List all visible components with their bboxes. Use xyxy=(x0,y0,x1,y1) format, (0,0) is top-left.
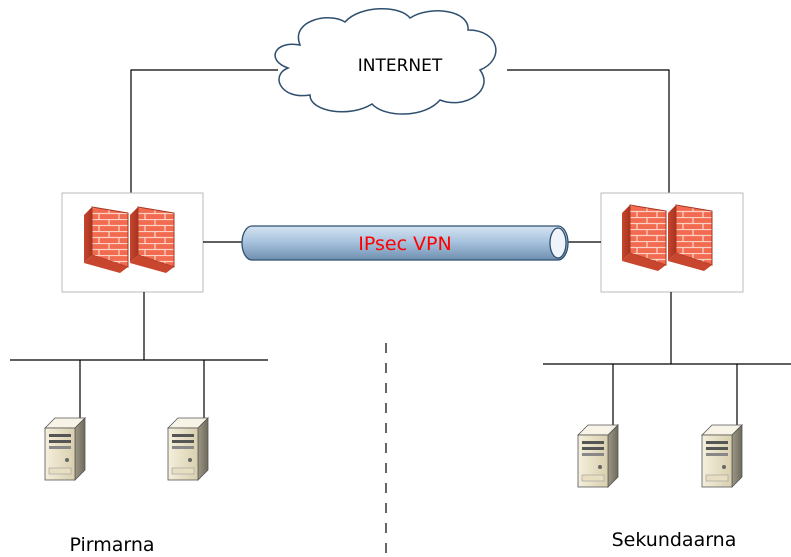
server-icon[interactable] xyxy=(44,417,86,481)
right-firewall[interactable] xyxy=(600,192,744,293)
left-firewall[interactable] xyxy=(61,192,204,293)
vpn-tunnel xyxy=(203,225,601,261)
cloud-label: INTERNET xyxy=(358,56,443,76)
lan-lines xyxy=(10,292,791,425)
server-icon[interactable] xyxy=(577,424,619,488)
wan-links xyxy=(130,69,670,193)
server-icon[interactable] xyxy=(701,424,743,488)
server-icon[interactable] xyxy=(167,417,209,481)
cloud-icon xyxy=(274,7,497,115)
secondary-site-label: Sekundaarna xyxy=(612,529,737,551)
vpn-label: IPsec VPN xyxy=(358,233,451,255)
primary-site-label: Pirmarna xyxy=(69,534,154,556)
left-wan-link xyxy=(130,69,278,193)
right-wan-link xyxy=(507,69,670,193)
